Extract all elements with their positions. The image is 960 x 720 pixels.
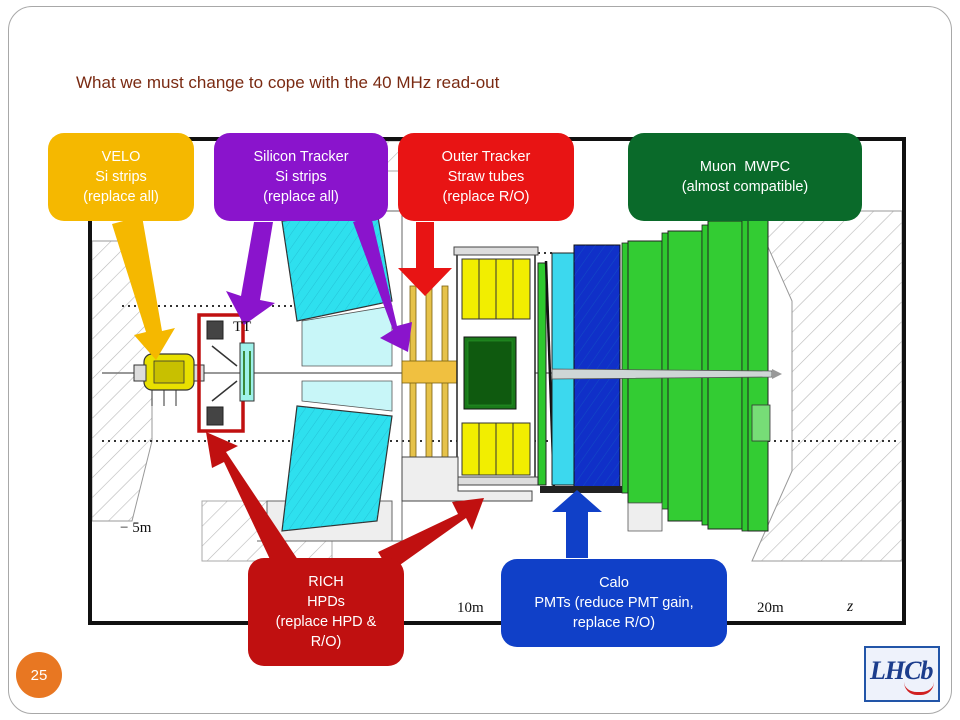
callout-outer-tracker-line3: (replace R/O) bbox=[442, 189, 530, 205]
callout-silicon-tracker-line3: (replace all) bbox=[263, 189, 339, 205]
callout-muon-line2: (almost compatible) bbox=[681, 179, 809, 195]
callout-calo: Calo PMTs (reduce PMT gain, replace R/O) bbox=[501, 559, 727, 647]
z-axis-label: z bbox=[847, 598, 854, 615]
callout-velo-line1: VELO bbox=[101, 149, 141, 165]
callout-calo-line2: PMTs (reduce PMT gain, bbox=[534, 595, 694, 611]
callout-outer-tracker: Outer Tracker Straw tubes (replace R/O) bbox=[398, 133, 574, 221]
rich2-detector bbox=[453, 246, 539, 486]
beam-pipe bbox=[551, 368, 773, 380]
page-number-badge: 25 bbox=[16, 652, 62, 698]
callout-rich-line2: HPDs bbox=[307, 594, 345, 610]
callout-muon: Muon MWPC (almost compatible) bbox=[628, 133, 862, 221]
callout-silicon-tracker: Silicon Tracker Si strips (replace all) bbox=[214, 133, 388, 221]
lhcb-logo-swoosh bbox=[904, 682, 934, 695]
callout-rich-line3: (replace HPD & bbox=[275, 614, 377, 630]
callout-muon-line1: Muon MWPC bbox=[699, 159, 791, 175]
callout-silicon-tracker-line1: Silicon Tracker bbox=[253, 149, 349, 165]
callout-rich-line1: RICH bbox=[308, 574, 344, 590]
callout-velo-line3: (replace all) bbox=[83, 189, 159, 205]
callout-calo-line3: replace R/O) bbox=[572, 615, 656, 631]
magnet bbox=[281, 210, 393, 532]
callout-velo: VELO Si strips (replace all) bbox=[48, 133, 194, 221]
muon-m1 bbox=[537, 262, 547, 486]
scale-label-10m: 10m bbox=[457, 600, 484, 616]
lhcb-logo: LHCb bbox=[864, 646, 940, 702]
scale-label-20m: 20m bbox=[757, 600, 784, 616]
scale-label-minus-5m: − 5m bbox=[120, 520, 152, 536]
velo-detector bbox=[133, 353, 205, 406]
callout-rich-line4: R/O) bbox=[310, 634, 342, 650]
tt-detector bbox=[239, 342, 255, 402]
callout-velo-line2: Si strips bbox=[95, 169, 147, 185]
callout-outer-tracker-line1: Outer Tracker bbox=[441, 149, 531, 165]
slide-title: What we must change to cope with the 40 … bbox=[76, 73, 500, 92]
lhcb-logo-text: LHCb bbox=[870, 656, 933, 685]
tt-label: TT bbox=[233, 319, 252, 335]
callout-calo-line1: Calo bbox=[599, 575, 629, 591]
callout-silicon-tracker-line2: Si strips bbox=[275, 169, 327, 185]
callout-rich: RICH HPDs (replace HPD & R/O) bbox=[248, 558, 404, 666]
tracking-stations bbox=[401, 285, 459, 470]
callout-outer-tracker-line2: Straw tubes bbox=[447, 169, 525, 185]
